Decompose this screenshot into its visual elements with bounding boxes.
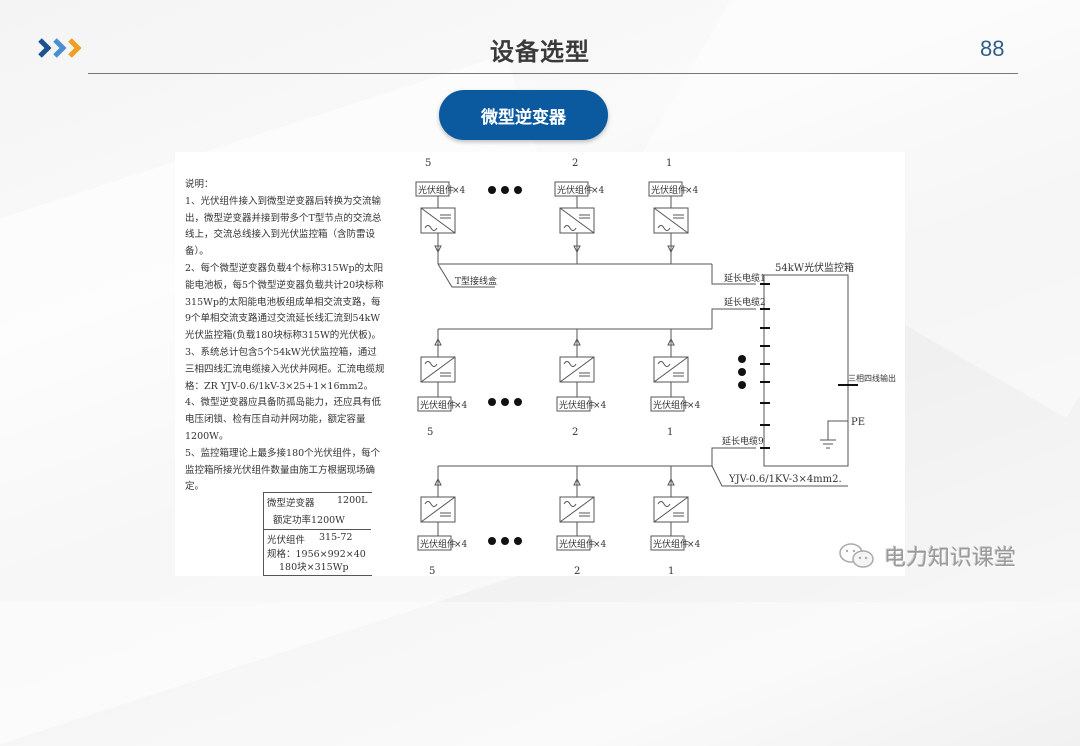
branch-row-2: 光伏组件×4 光伏组件×4 光伏组件×4 5 2 1 (417, 308, 756, 438)
branch-number: 1 (668, 566, 674, 577)
page-number: 88 (980, 36, 1005, 61)
output-label: 三相四线输出 (848, 373, 896, 383)
pv-module-box: 光伏组件×4 (648, 181, 699, 197)
svg-text:光伏组件: 光伏组件 (653, 399, 689, 411)
svg-text:×4: ×4 (593, 401, 607, 411)
spec-table: 微型逆变器 1200L 额定功率1200W 光伏组件 315-72 规格：195… (263, 492, 372, 576)
cabinet-label: 54kW光伏监控箱 (775, 261, 854, 274)
micro-inverter-icon (420, 496, 456, 523)
svg-text:×4: ×4 (454, 401, 468, 411)
svg-text:光伏组件: 光伏组件 (559, 538, 595, 550)
branch-number: 2 (572, 158, 578, 169)
spec-module-model: 315-72 (319, 532, 353, 543)
ellipsis-dot (738, 355, 746, 363)
svg-text:光伏组件: 光伏组件 (557, 184, 593, 196)
spec-module-count: 180块×315Wp (279, 562, 349, 573)
micro-inverter-icon (559, 207, 595, 234)
note-item: 2、每个微型逆变器负载4个标称315Wp的太阳能电池板，每5个微型逆变器负载共计… (185, 262, 384, 342)
pv-module-box: 光伏组件×4 (554, 181, 605, 197)
micro-inverter-icon (420, 356, 456, 383)
micro-inverter-icon (653, 496, 689, 523)
header-divider (88, 73, 1018, 74)
svg-text:光伏组件: 光伏组件 (559, 399, 595, 411)
spec-border (263, 492, 372, 576)
section-button-micro-inverter[interactable]: 微型逆变器 (439, 90, 608, 140)
svg-text:×4: ×4 (454, 540, 468, 550)
notes-block: 说明： 1、光伏组件接入到微型逆变器后转换为交流输出，微型逆变器并接到带多个T型… (185, 177, 385, 496)
monitoring-cabinet: 54kW光伏监控箱 延长电缆1 延长电缆2 延长电缆9 三相四线输出 PE YJ… (711, 261, 896, 487)
spec-module-size: 规格：1956×992×40 (267, 549, 366, 560)
svg-text:×4: ×4 (593, 540, 607, 550)
cable-label: 延长电缆2 (724, 296, 766, 308)
pv-module-box: 光伏组件×4 (650, 535, 701, 551)
branch-number: 5 (427, 427, 433, 438)
branch-number: 5 (425, 158, 431, 169)
svg-text:光伏组件: 光伏组件 (418, 184, 454, 196)
svg-text:×4: ×4 (687, 540, 701, 550)
svg-text:光伏组件: 光伏组件 (420, 399, 456, 411)
note-item: 4、微型逆变器应具备防孤岛能力，还应具有低电压闭锁、检有压自动并网功能，额定容量… (185, 397, 382, 442)
branch-number: 1 (666, 158, 672, 169)
cable-label: 延长电缆9 (722, 435, 764, 447)
note-item: 3、系统总计包含5个54kW光伏监控箱，通过三相四线汇流电缆接入光伏并网柜。汇流… (185, 346, 385, 392)
diagram-panel (175, 152, 905, 576)
triple-chevron-icon (38, 38, 82, 58)
micro-inverter-icon (653, 356, 689, 383)
svg-text:光伏组件: 光伏组件 (420, 538, 456, 550)
svg-text:×4: ×4 (687, 401, 701, 411)
svg-text:×4: ×4 (685, 186, 699, 196)
spec-divider (263, 529, 371, 530)
cable-spec: YJV-0.6/1KV-3×4mm2. (728, 474, 842, 485)
branch-row-1: 5 2 1 光伏组件×4 光伏组件×4 光伏组件×4 T型接线盒 (415, 158, 756, 288)
branch-number: 2 (574, 566, 580, 577)
pe-label: PE (851, 417, 865, 428)
svg-text:×4: ×4 (452, 186, 466, 196)
branch-number: 5 (429, 566, 435, 577)
pv-module-box: 光伏组件×4 (556, 535, 607, 551)
micro-inverter-icon (420, 207, 456, 234)
branch-number: 2 (572, 427, 578, 438)
svg-text:光伏组件: 光伏组件 (651, 184, 687, 196)
micro-inverter-icon (653, 207, 689, 234)
branch-row-3: 光伏组件×4 光伏组件×4 光伏组件×4 5 2 1 (417, 447, 756, 577)
spec-inverter-model: 1200L (337, 495, 368, 506)
spec-module-name: 光伏组件 (267, 535, 306, 546)
ellipsis-dot (488, 537, 496, 545)
page-title: 设备选型 (490, 38, 590, 66)
wechat-icon (839, 543, 874, 568)
t-box-label: T型接线盒 (455, 275, 497, 287)
micro-inverter-icon (559, 496, 595, 523)
watermark-text: 电力知识课堂 (884, 546, 1017, 571)
spec-inverter-name: 微型逆变器 (267, 498, 315, 509)
note-item: 5、监控箱理论上最多接180个光伏组件，每个监控箱所接光伏组件数量由施工方根据现… (185, 447, 381, 493)
note-item: 1、光伏组件接入到微型逆变器后转换为交流输出，微型逆变器并接到带多个T型节点的交… (185, 195, 382, 258)
spec-inverter-rating: 额定功率1200W (273, 515, 345, 526)
ellipsis-dot (488, 186, 496, 194)
branch-number: 1 (667, 427, 673, 438)
pv-module-box: 光伏组件×4 (417, 396, 468, 412)
notes-heading: 说明： (185, 179, 214, 190)
svg-text:光伏组件: 光伏组件 (653, 538, 689, 550)
cable-label: 延长电缆1 (724, 272, 766, 284)
micro-inverter-icon (559, 356, 595, 383)
watermark: 电力知识课堂 (838, 540, 1016, 572)
pv-module-box: 光伏组件×4 (417, 535, 468, 551)
wiring-diagram: 5 2 1 光伏组件×4 光伏组件×4 光伏组件×4 T型接线盒 54kW光伏监… (415, 158, 896, 577)
pv-module-box: 光伏组件×4 (556, 396, 607, 412)
pv-module-box: 光伏组件×4 (415, 181, 466, 197)
svg-text:×4: ×4 (591, 186, 605, 196)
ellipsis-dot (488, 398, 496, 406)
pv-module-box: 光伏组件×4 (650, 396, 701, 412)
